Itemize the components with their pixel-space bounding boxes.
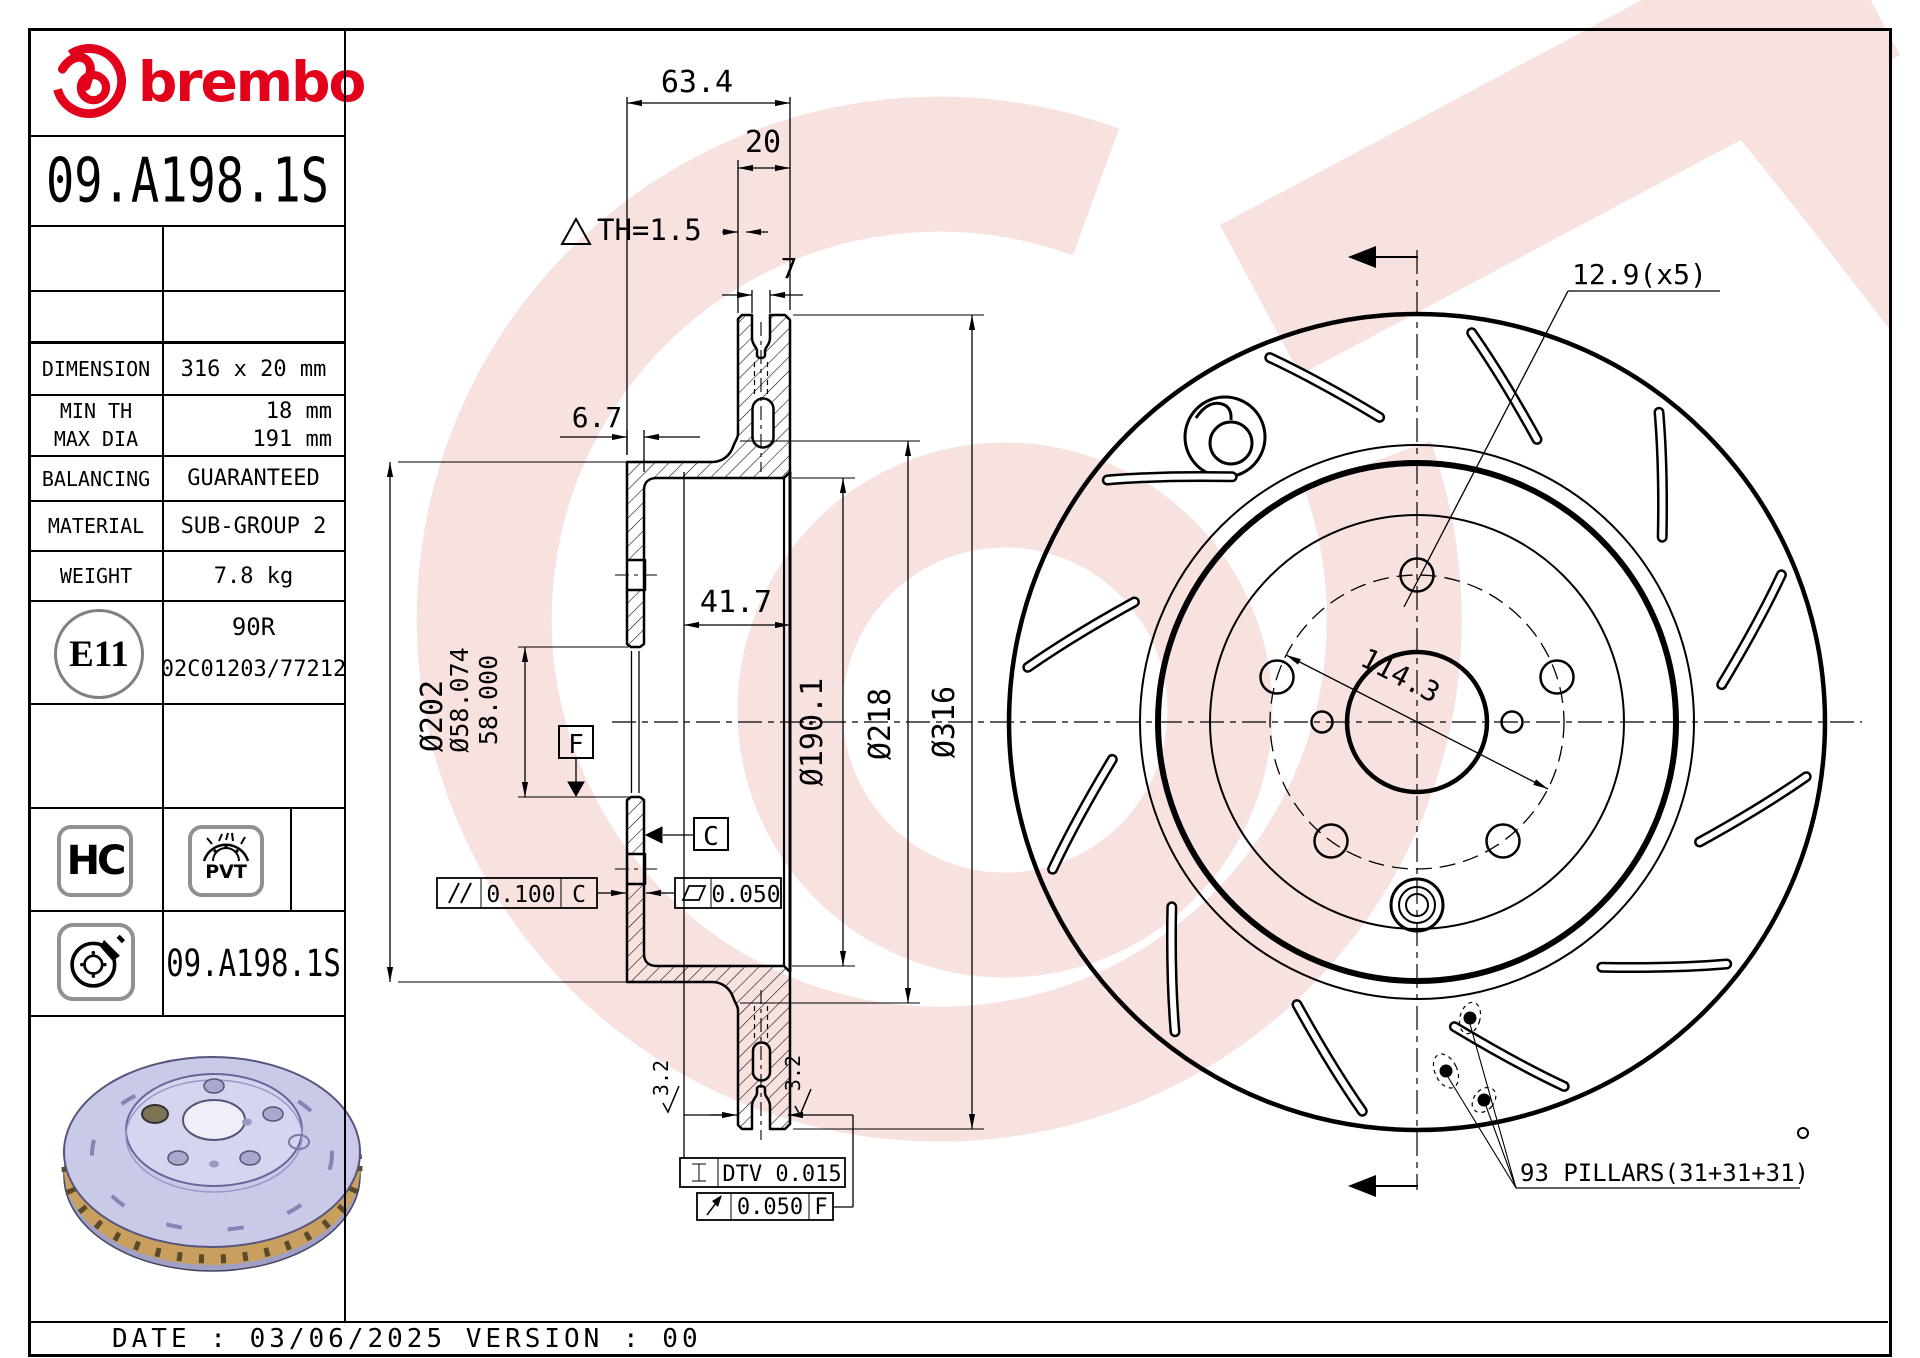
flatness-frame bbox=[646, 877, 782, 909]
pillars-note: 93 PILLARS(31+31+31) bbox=[1432, 1001, 1809, 1189]
dtv-frames bbox=[679, 1111, 854, 1221]
front-view-slots bbox=[1022, 327, 1812, 1117]
datum-flags bbox=[558, 725, 729, 851]
disc-3d bbox=[61, 1056, 363, 1272]
footer-divider bbox=[30, 1321, 1888, 1323]
section-dimensions bbox=[386, 97, 984, 1158]
roughness-left: 3.2 bbox=[649, 1060, 673, 1096]
section-lower-solid bbox=[625, 795, 792, 1131]
spec-label-max-dia: MAX DIA bbox=[53, 427, 139, 451]
spec-value-material: SUB-GROUP 2 bbox=[180, 513, 327, 539]
brembo-wordmark: brembo bbox=[138, 50, 366, 114]
spec-value-max-dia: 191 mm bbox=[252, 426, 332, 452]
spec-value-dimension: 316 x 20 mm bbox=[180, 356, 327, 382]
runout-ref: F bbox=[814, 1195, 827, 1220]
disc-icon-badge bbox=[57, 923, 135, 1001]
parallelism-value: 0.100 bbox=[486, 882, 555, 908]
panel-divider bbox=[344, 30, 346, 1322]
runout-value: 0.050 bbox=[737, 1195, 803, 1220]
spec-label-dimension: DIMENSION bbox=[41, 357, 151, 381]
cross-section-view bbox=[615, 313, 792, 1140]
spec-label-material: MATERIAL bbox=[47, 514, 145, 538]
disc-3d-render bbox=[61, 1056, 363, 1272]
bolt-note: 12.9(x5) bbox=[1403, 258, 1720, 608]
brembo-logo bbox=[52, 44, 126, 123]
dim-63-4: 63.4 bbox=[661, 65, 733, 100]
page-border bbox=[28, 28, 1892, 1357]
datum-f-label: F bbox=[568, 730, 584, 760]
datum-c-label: C bbox=[703, 822, 719, 852]
spec-label-min-th: MIN TH bbox=[59, 399, 133, 423]
disc-3d-image bbox=[40, 1030, 370, 1295]
hc-badge: HC bbox=[57, 825, 133, 897]
section-upper-solid bbox=[625, 313, 792, 649]
spec-value-balancing: GUARANTEED bbox=[187, 466, 320, 491]
dia-202: Ø202 bbox=[415, 680, 450, 752]
brembo-logo-mark bbox=[53, 44, 126, 119]
footer-part-number: 09.A198.1S bbox=[166, 940, 341, 985]
dia-58-lo: 58.000 bbox=[474, 655, 503, 745]
disc-caliper-icon bbox=[70, 934, 126, 988]
bolt-note-label: 12.9(x5) bbox=[1572, 258, 1707, 291]
spec-value-weight: 7.8 kg bbox=[213, 563, 294, 589]
footer-note: DATE : 03/06/2025 VERSION : 00 bbox=[112, 1324, 702, 1354]
part-number: 09.A198.1S bbox=[46, 145, 329, 217]
pvt-icon bbox=[202, 832, 250, 862]
roughness-right: 3.2 bbox=[781, 1055, 805, 1091]
dim-7: 7 bbox=[781, 252, 798, 285]
dim-20: 20 bbox=[745, 125, 781, 160]
dia-316: Ø316 bbox=[927, 686, 962, 758]
dim-th: TH=1.5 bbox=[597, 213, 702, 247]
homologation-line1: 90R bbox=[231, 613, 276, 641]
dia-218: Ø218 bbox=[863, 688, 898, 760]
homologation-line2: 02C01203/77212 bbox=[160, 656, 347, 682]
dia-190: Ø190.1 bbox=[795, 678, 830, 786]
dim-41-7: 41.7 bbox=[700, 585, 772, 620]
spec-label-weight: WEIGHT bbox=[59, 564, 133, 588]
section-dimension-labels: 63.4 20 TH=1.5 7 6.7 41.7 Ø202 Ø58.074 5… bbox=[415, 65, 962, 786]
pillars-note-label: 93 PILLARS(31+31+31) bbox=[1520, 1159, 1809, 1187]
pvt-badge: PVT bbox=[188, 825, 264, 897]
parallelism-ref: C bbox=[572, 882, 586, 908]
spec-value-min-th: 18 mm bbox=[265, 398, 332, 424]
spec-label-balancing: BALANCING bbox=[41, 466, 151, 491]
flatness-value: 0.050 bbox=[711, 882, 780, 908]
dia-58-hi: Ø58.074 bbox=[445, 647, 474, 752]
e-mark-badge: E11 bbox=[54, 609, 144, 699]
dim-6-7: 6.7 bbox=[572, 401, 623, 434]
parallelism-frame bbox=[436, 877, 626, 909]
dtv-value: DTV 0.015 bbox=[722, 1162, 841, 1187]
section-cut-arrows bbox=[1348, 246, 1418, 1197]
